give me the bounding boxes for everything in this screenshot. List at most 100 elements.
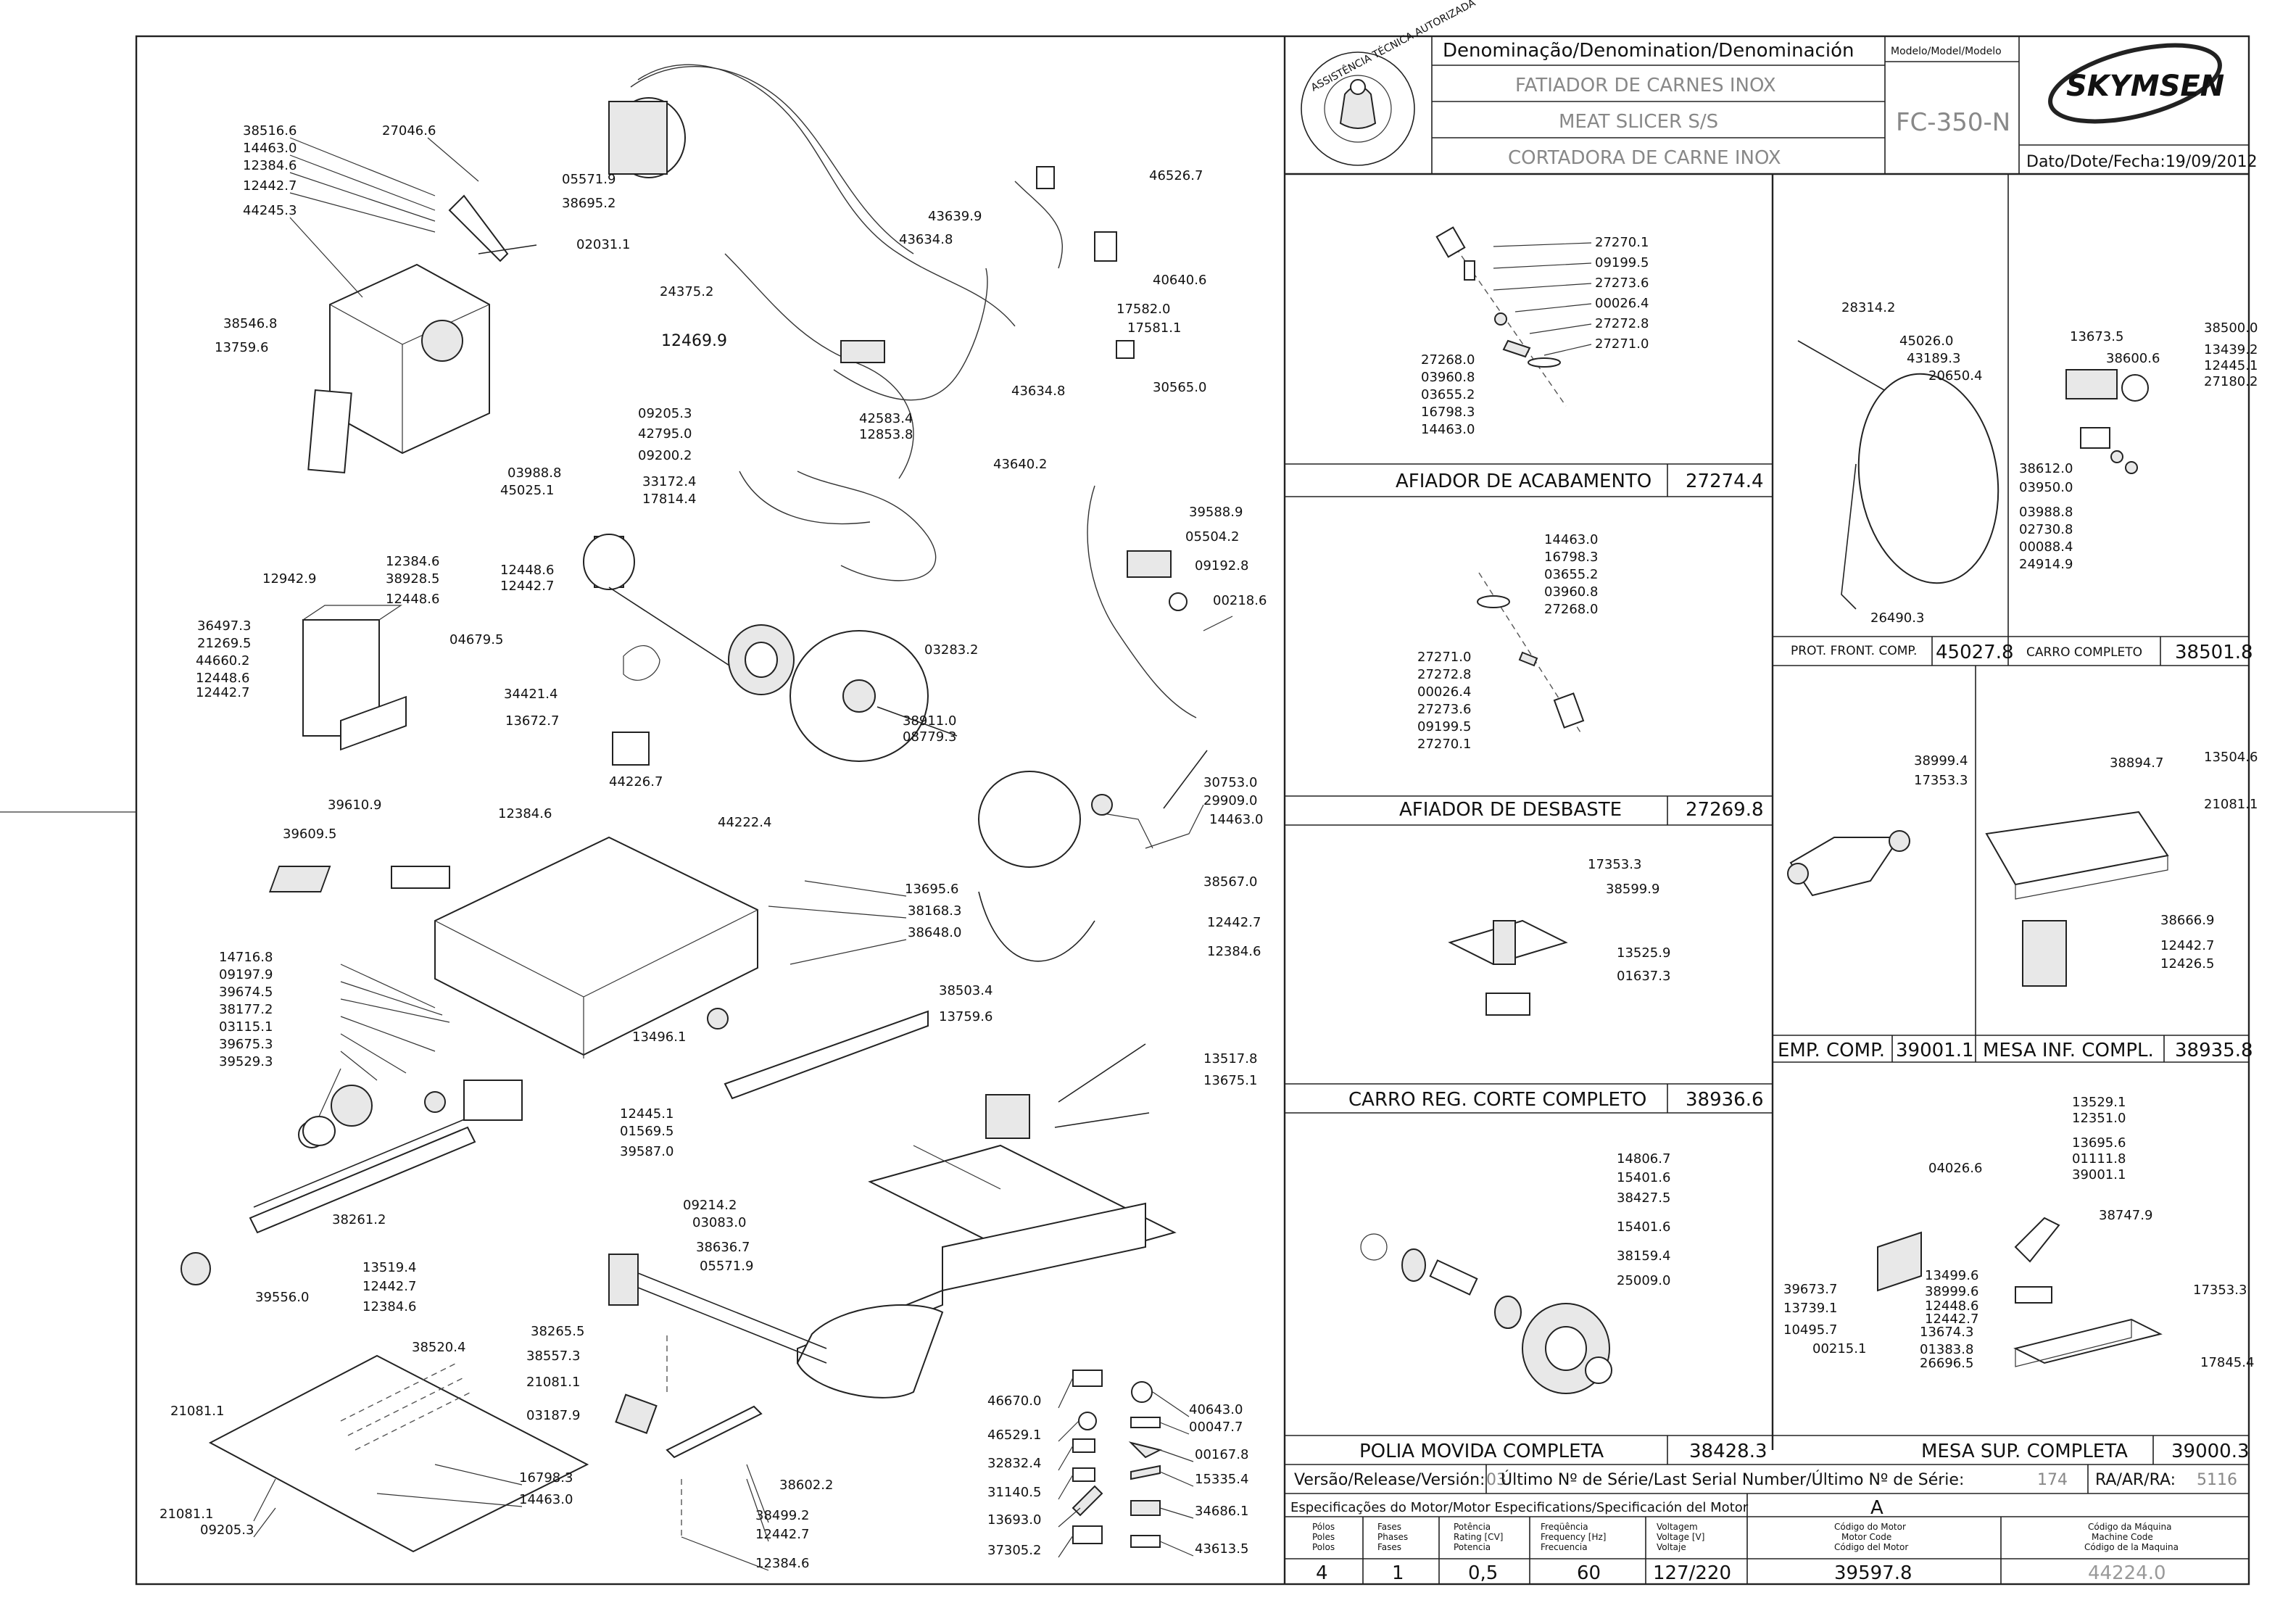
panel-emp-comp: EMP. COMP. 39001.1 38999.4 17353.3: [1778, 753, 1974, 1061]
svg-text:SKYMSEN: SKYMSEN: [2066, 70, 2224, 103]
svg-text:05571.9: 05571.9: [700, 1259, 753, 1274]
svg-text:14716.8: 14716.8: [219, 950, 273, 965]
svg-text:38503.4: 38503.4: [939, 983, 992, 998]
svg-text:39673.7: 39673.7: [1783, 1282, 1837, 1297]
svg-text:17845.4: 17845.4: [2200, 1355, 2254, 1370]
svg-text:39609.5: 39609.5: [283, 826, 336, 842]
svg-text:38428.3: 38428.3: [1689, 1441, 1767, 1462]
svg-text:09199.5: 09199.5: [1595, 255, 1649, 270]
slicer-body: [434, 836, 758, 1056]
svg-text:Código de la Maquina: Código de la Maquina: [2084, 1542, 2179, 1552]
svg-text:39587.0: 39587.0: [620, 1144, 674, 1159]
blade-guard: [978, 771, 1082, 868]
svg-text:Rating [CV]: Rating [CV]: [1454, 1532, 1503, 1542]
svg-text:Código del Motor: Código del Motor: [1834, 1542, 1908, 1552]
svg-text:Último Nº de Série/Last Serial: Último Nº de Série/Last Serial Number/Úl…: [1501, 1470, 1964, 1489]
svg-text:MESA SUP. COMPLETA: MESA SUP. COMPLETA: [1921, 1441, 2128, 1462]
svg-text:16798.3: 16798.3: [1421, 405, 1475, 420]
svg-text:09199.5: 09199.5: [1417, 719, 1471, 734]
panel-carro-completo: CARRO COMPLETO 38501.8 38600.6 38500.0 1…: [2019, 320, 2258, 663]
svg-text:04679.5: 04679.5: [449, 632, 503, 647]
svg-text:21081.1: 21081.1: [170, 1404, 224, 1419]
svg-text:45025.1: 45025.1: [500, 483, 554, 498]
svg-text:14463.0: 14463.0: [1421, 422, 1475, 437]
svg-text:30565.0: 30565.0: [1153, 380, 1206, 395]
svg-text:39588.9: 39588.9: [1189, 505, 1243, 520]
svg-text:Poles: Poles: [1312, 1532, 1335, 1542]
svg-text:00167.8: 00167.8: [1195, 1447, 1248, 1462]
svg-text:12442.7: 12442.7: [500, 579, 554, 594]
svg-text:26490.3: 26490.3: [1870, 610, 1924, 626]
svg-text:39529.3: 39529.3: [219, 1054, 273, 1069]
svg-text:12448.6: 12448.6: [500, 563, 554, 578]
svg-text:03960.8: 03960.8: [1421, 370, 1475, 385]
svg-text:39597.8: 39597.8: [1834, 1562, 1912, 1584]
svg-text:1: 1: [1392, 1562, 1404, 1584]
svg-text:12442.7: 12442.7: [362, 1279, 416, 1294]
svg-text:13517.8: 13517.8: [1203, 1051, 1257, 1066]
svg-text:03083.0: 03083.0: [692, 1215, 746, 1230]
svg-text:43613.5: 43613.5: [1195, 1541, 1248, 1557]
svg-text:Voltage [V]: Voltage [V]: [1657, 1532, 1704, 1542]
svg-text:27268.0: 27268.0: [1544, 602, 1598, 617]
svg-text:38599.9: 38599.9: [1606, 882, 1659, 897]
svg-text:38928.5: 38928.5: [386, 571, 439, 587]
svg-text:38159.4: 38159.4: [1617, 1248, 1670, 1264]
svg-text:38695.2: 38695.2: [562, 196, 616, 211]
svg-text:Fases: Fases: [1377, 1542, 1401, 1552]
svg-text:Potência: Potência: [1454, 1522, 1491, 1532]
svg-text:13439.2: 13439.2: [2204, 342, 2258, 357]
svg-text:03950.0: 03950.0: [2019, 480, 2073, 495]
svg-text:44224.0: 44224.0: [2088, 1562, 2166, 1584]
svg-text:12448.6: 12448.6: [386, 592, 439, 607]
svg-text:02031.1: 02031.1: [576, 237, 630, 252]
svg-text:Versão/Release/Versión:: Versão/Release/Versión:: [1294, 1471, 1485, 1489]
svg-text:21081.1: 21081.1: [526, 1375, 580, 1390]
svg-text:38747.9: 38747.9: [2099, 1208, 2152, 1223]
svg-text:Freqüência: Freqüência: [1541, 1522, 1588, 1532]
svg-text:27180.2: 27180.2: [2204, 374, 2258, 389]
svg-text:38612.0: 38612.0: [2019, 461, 2073, 476]
authorized-service-stamp: ASSISTÊNCIA TÉCNICA AUTORIZADA: [1301, 0, 1478, 166]
svg-text:02730.8: 02730.8: [2019, 522, 2073, 537]
motor-cover: [329, 263, 490, 455]
panel-mesa-sup: MESA SUP. COMPLETA 39000.3 13529.1 12351…: [1783, 1095, 2254, 1462]
svg-text:38168.3: 38168.3: [908, 903, 961, 919]
svg-text:RA/AR/RA:: RA/AR/RA:: [2095, 1471, 2176, 1489]
svg-text:12351.0: 12351.0: [2072, 1111, 2126, 1126]
svg-text:45026.0: 45026.0: [1899, 334, 1953, 349]
svg-text:12384.6: 12384.6: [755, 1556, 809, 1571]
svg-text:Código do Motor: Código do Motor: [1834, 1522, 1906, 1532]
svg-text:38935.8: 38935.8: [2175, 1040, 2253, 1061]
svg-text:13695.6: 13695.6: [905, 882, 958, 897]
svg-text:13529.1: 13529.1: [2072, 1095, 2126, 1110]
svg-text:32832.4: 32832.4: [987, 1456, 1041, 1471]
svg-text:34686.1: 34686.1: [1195, 1504, 1248, 1519]
lever-handle: [448, 194, 509, 262]
svg-text:12442.7: 12442.7: [1925, 1312, 1978, 1327]
svg-text:12442.7: 12442.7: [755, 1527, 809, 1542]
svg-text:13693.0: 13693.0: [987, 1512, 1041, 1528]
svg-text:17353.3: 17353.3: [2193, 1283, 2247, 1298]
svg-text:30753.0: 30753.0: [1203, 775, 1257, 790]
svg-text:24375.2: 24375.2: [660, 284, 713, 299]
belt: [623, 645, 660, 681]
svg-text:09205.3: 09205.3: [638, 406, 692, 421]
svg-text:38648.0: 38648.0: [908, 925, 961, 940]
svg-text:Motor Code: Motor Code: [1841, 1532, 1891, 1542]
svg-text:Machine Code: Machine Code: [2092, 1532, 2153, 1542]
svg-text:00088.4: 00088.4: [2019, 539, 2073, 555]
svg-text:12445.1: 12445.1: [620, 1106, 674, 1122]
svg-text:13675.1: 13675.1: [1203, 1073, 1257, 1088]
svg-text:38557.3: 38557.3: [526, 1348, 580, 1364]
svg-text:13496.1: 13496.1: [632, 1030, 686, 1045]
model-code: FC-350-N: [1896, 108, 2010, 137]
svg-text:Frequency [Hz]: Frequency [Hz]: [1541, 1532, 1607, 1542]
svg-text:AFIADOR DE DESBASTE: AFIADOR DE DESBASTE: [1399, 799, 1622, 821]
svg-text:EMP. COMP.: EMP. COMP.: [1778, 1040, 1885, 1061]
svg-text:38894.7: 38894.7: [2110, 755, 2163, 771]
svg-text:5116: 5116: [2197, 1471, 2237, 1489]
svg-text:34421.4: 34421.4: [504, 687, 558, 702]
svg-text:Potencia: Potencia: [1454, 1542, 1491, 1552]
